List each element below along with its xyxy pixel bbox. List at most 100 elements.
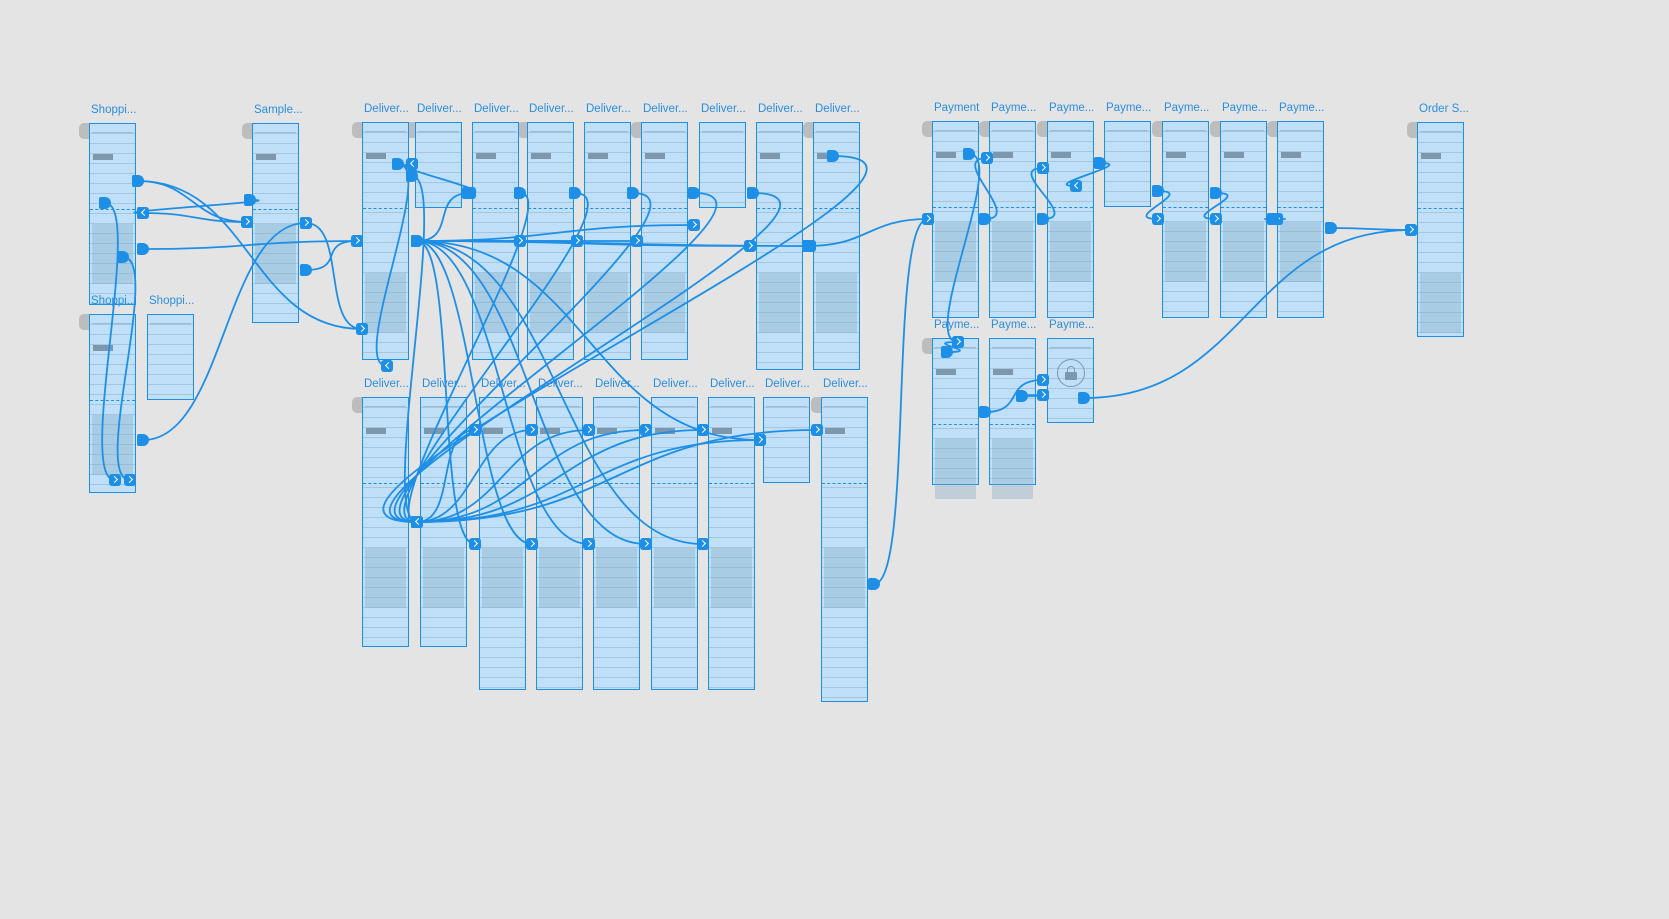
wire[interactable] [398,192,652,523]
artboard[interactable] [1417,122,1464,337]
artboard-title[interactable]: Sample... [254,104,303,116]
wire[interactable] [416,240,811,247]
artboard[interactable] [989,121,1036,318]
chevron-right-icon[interactable] [583,424,595,436]
artboard-title[interactable]: Deliver... [586,103,631,115]
artboard-title[interactable]: Deliver... [823,378,868,390]
chevron-right-icon[interactable] [356,323,368,335]
wire-source-handle[interactable] [99,197,111,209]
wire-source-handle[interactable] [137,243,149,255]
artboard-title[interactable]: Shoppi... [91,104,137,116]
artboard-title[interactable]: Payme... [1049,102,1095,114]
wire-source-handle[interactable] [941,346,953,358]
wire[interactable] [416,429,704,523]
artboard-title[interactable]: Payme... [1222,102,1268,114]
chevron-right-icon[interactable] [688,219,700,231]
chevron-right-icon[interactable] [583,538,595,550]
wire[interactable] [394,192,717,523]
artboard-title[interactable]: Order S... [1419,103,1469,115]
artboard-title[interactable]: Deliver... [758,103,803,115]
artboard-title[interactable]: Deliver... [701,103,746,115]
wire[interactable] [1021,394,1044,397]
artboard-title[interactable]: Payme... [991,319,1037,331]
wire-source-handle[interactable] [1152,185,1164,197]
wire-source-handle[interactable] [1325,222,1337,234]
artboard-title[interactable]: Deliver... [765,378,810,390]
artboard-title[interactable]: Deliver... [474,103,519,115]
wire[interactable] [1030,167,1056,220]
artboard-title[interactable]: Payme... [1164,102,1210,114]
chevron-right-icon[interactable] [922,213,934,225]
artboard-title[interactable]: Payme... [991,102,1037,114]
chevron-right-icon[interactable] [744,240,756,252]
chevron-right-icon[interactable] [469,424,481,436]
wire[interactable] [142,212,248,223]
chevron-right-icon[interactable] [526,424,538,436]
chevron-left-icon[interactable] [411,516,423,528]
chevron-right-icon[interactable] [631,235,643,247]
wire[interactable] [133,199,260,214]
artboard-title[interactable]: Deliver... [538,378,583,390]
chevron-right-icon[interactable] [1037,162,1049,174]
wire-source-handle[interactable] [569,187,581,199]
wire-source-handle[interactable] [747,187,759,199]
artboard-title[interactable]: Payme... [1106,102,1152,114]
artboard[interactable] [1220,121,1267,318]
chevron-right-icon[interactable] [754,434,766,446]
wire[interactable] [389,192,781,523]
wire[interactable] [416,224,695,242]
wire-source-handle[interactable] [300,264,312,276]
wire-source-handle[interactable] [117,251,129,263]
artboard[interactable] [252,123,299,323]
wire[interactable] [1203,192,1229,220]
wire-source-handle[interactable] [1094,157,1106,169]
wire[interactable] [403,175,426,523]
artboard[interactable] [763,397,810,483]
artboard-title[interactable]: Deliver... [643,103,688,115]
artboard-title[interactable]: Payme... [934,319,980,331]
wire[interactable] [946,153,981,343]
chevron-right-icon[interactable] [351,235,363,247]
chevron-right-icon[interactable] [571,235,583,247]
artboard-title[interactable]: Deliver... [595,378,640,390]
wire[interactable] [1145,190,1171,220]
wire-source-handle[interactable] [462,187,474,199]
wire[interactable] [416,439,761,523]
wire-source-handle[interactable] [132,175,144,187]
artboard-title[interactable]: Shoppi... [149,295,195,307]
wire[interactable] [416,240,533,545]
chevron-left-icon[interactable] [406,158,418,170]
chevron-right-icon[interactable] [109,474,121,486]
chevron-right-icon[interactable] [1405,224,1417,236]
chevron-right-icon[interactable] [241,216,253,228]
wire[interactable] [382,155,868,523]
wire[interactable] [137,180,363,330]
wire[interactable] [416,192,471,242]
wire-source-handle[interactable] [1078,392,1090,404]
wire[interactable] [416,429,647,523]
wire[interactable] [416,429,818,523]
wire[interactable] [142,240,358,250]
artboard-title[interactable]: Shoppi... [91,295,137,307]
chevron-right-icon[interactable] [1037,374,1049,386]
wire[interactable] [1065,162,1111,187]
chevron-right-icon[interactable] [640,538,652,550]
artboard[interactable] [362,397,409,647]
chevron-right-icon[interactable] [981,152,993,164]
wire[interactable] [305,240,358,271]
wire-source-handle[interactable] [244,194,256,206]
wire-source-handle[interactable] [979,406,991,418]
wire-source-handle[interactable] [1037,213,1049,225]
artboard-title[interactable]: Deliver... [529,103,574,115]
artboard-title[interactable]: Deliver... [653,378,698,390]
wire-source-handle[interactable] [627,187,639,199]
wire[interactable] [416,429,476,523]
artboard-title[interactable]: Deliver... [364,378,409,390]
wire-source-handle[interactable] [963,148,975,160]
artboard[interactable] [932,338,979,499]
artboard[interactable] [708,397,755,690]
artboard[interactable] [479,397,526,690]
wire[interactable] [1083,229,1412,399]
wire[interactable] [116,256,137,481]
chevron-right-icon[interactable] [300,217,312,229]
